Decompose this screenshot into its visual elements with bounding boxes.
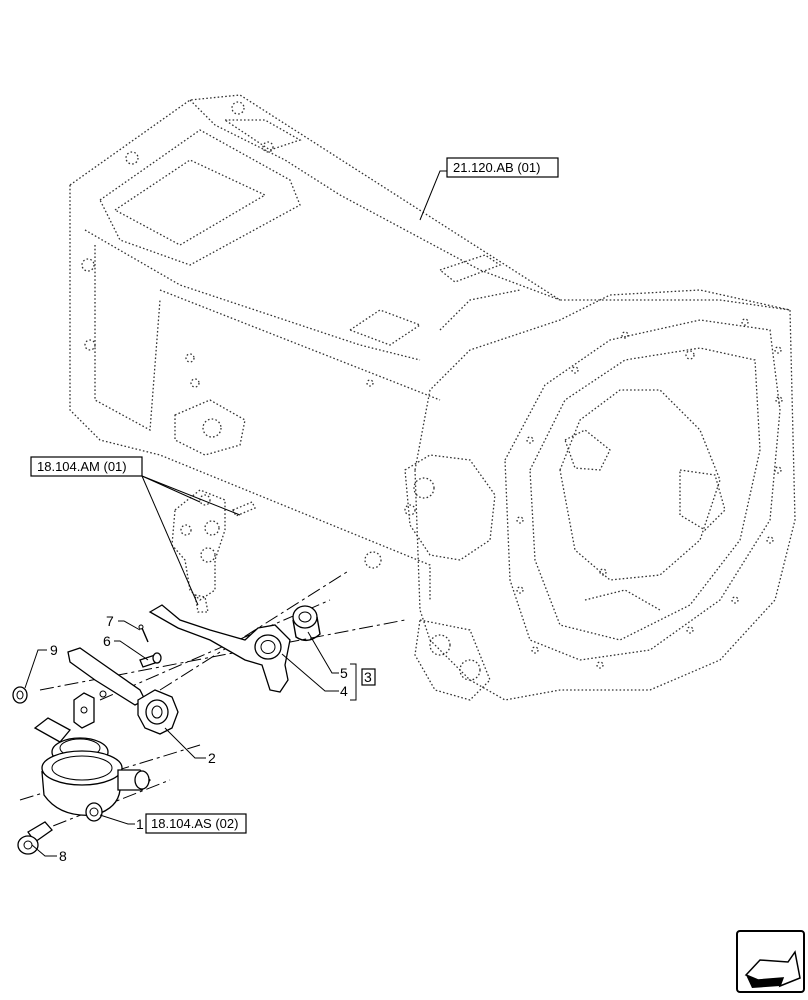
callout-6: 6 <box>103 633 111 649</box>
washer-part-9 <box>12 686 28 704</box>
valve-block <box>171 489 256 613</box>
bolt-part-8 <box>17 821 53 855</box>
next-page-arrow-icon[interactable] <box>736 930 805 993</box>
reference-housing[interactable]: 21.120.AB (01) <box>446 157 559 178</box>
pin-part-6 <box>139 652 162 668</box>
callout-1: 1 <box>136 816 144 832</box>
callout-8: 8 <box>59 848 67 864</box>
reference-valve[interactable]: 18.104.AM (01) <box>30 456 143 477</box>
lever-arm-part-4 <box>148 604 291 693</box>
link-rod-part-2 <box>67 647 179 735</box>
reference-actuator-label: 18.104.AS (02) <box>151 816 238 831</box>
callout-5: 5 <box>340 665 348 681</box>
transmission-housing <box>69 94 796 701</box>
callout-3: 3 <box>364 669 372 685</box>
callout-2: 2 <box>208 750 216 766</box>
reference-actuator[interactable]: 18.104.AS (02) <box>145 813 247 834</box>
callout-9: 9 <box>50 642 58 658</box>
callout-7: 7 <box>106 613 114 629</box>
leader-lines <box>24 170 447 857</box>
clip-part-7 <box>138 624 149 643</box>
reference-housing-label: 21.120.AB (01) <box>453 160 540 175</box>
actuator-part-1 <box>33 717 151 822</box>
bushing-part-5 <box>292 605 321 642</box>
callout-4: 4 <box>340 683 348 699</box>
reference-valve-label: 18.104.AM (01) <box>37 459 127 474</box>
callouts: 1 2 3 4 5 6 7 8 9 <box>50 613 376 864</box>
callout-3-box <box>361 668 376 686</box>
